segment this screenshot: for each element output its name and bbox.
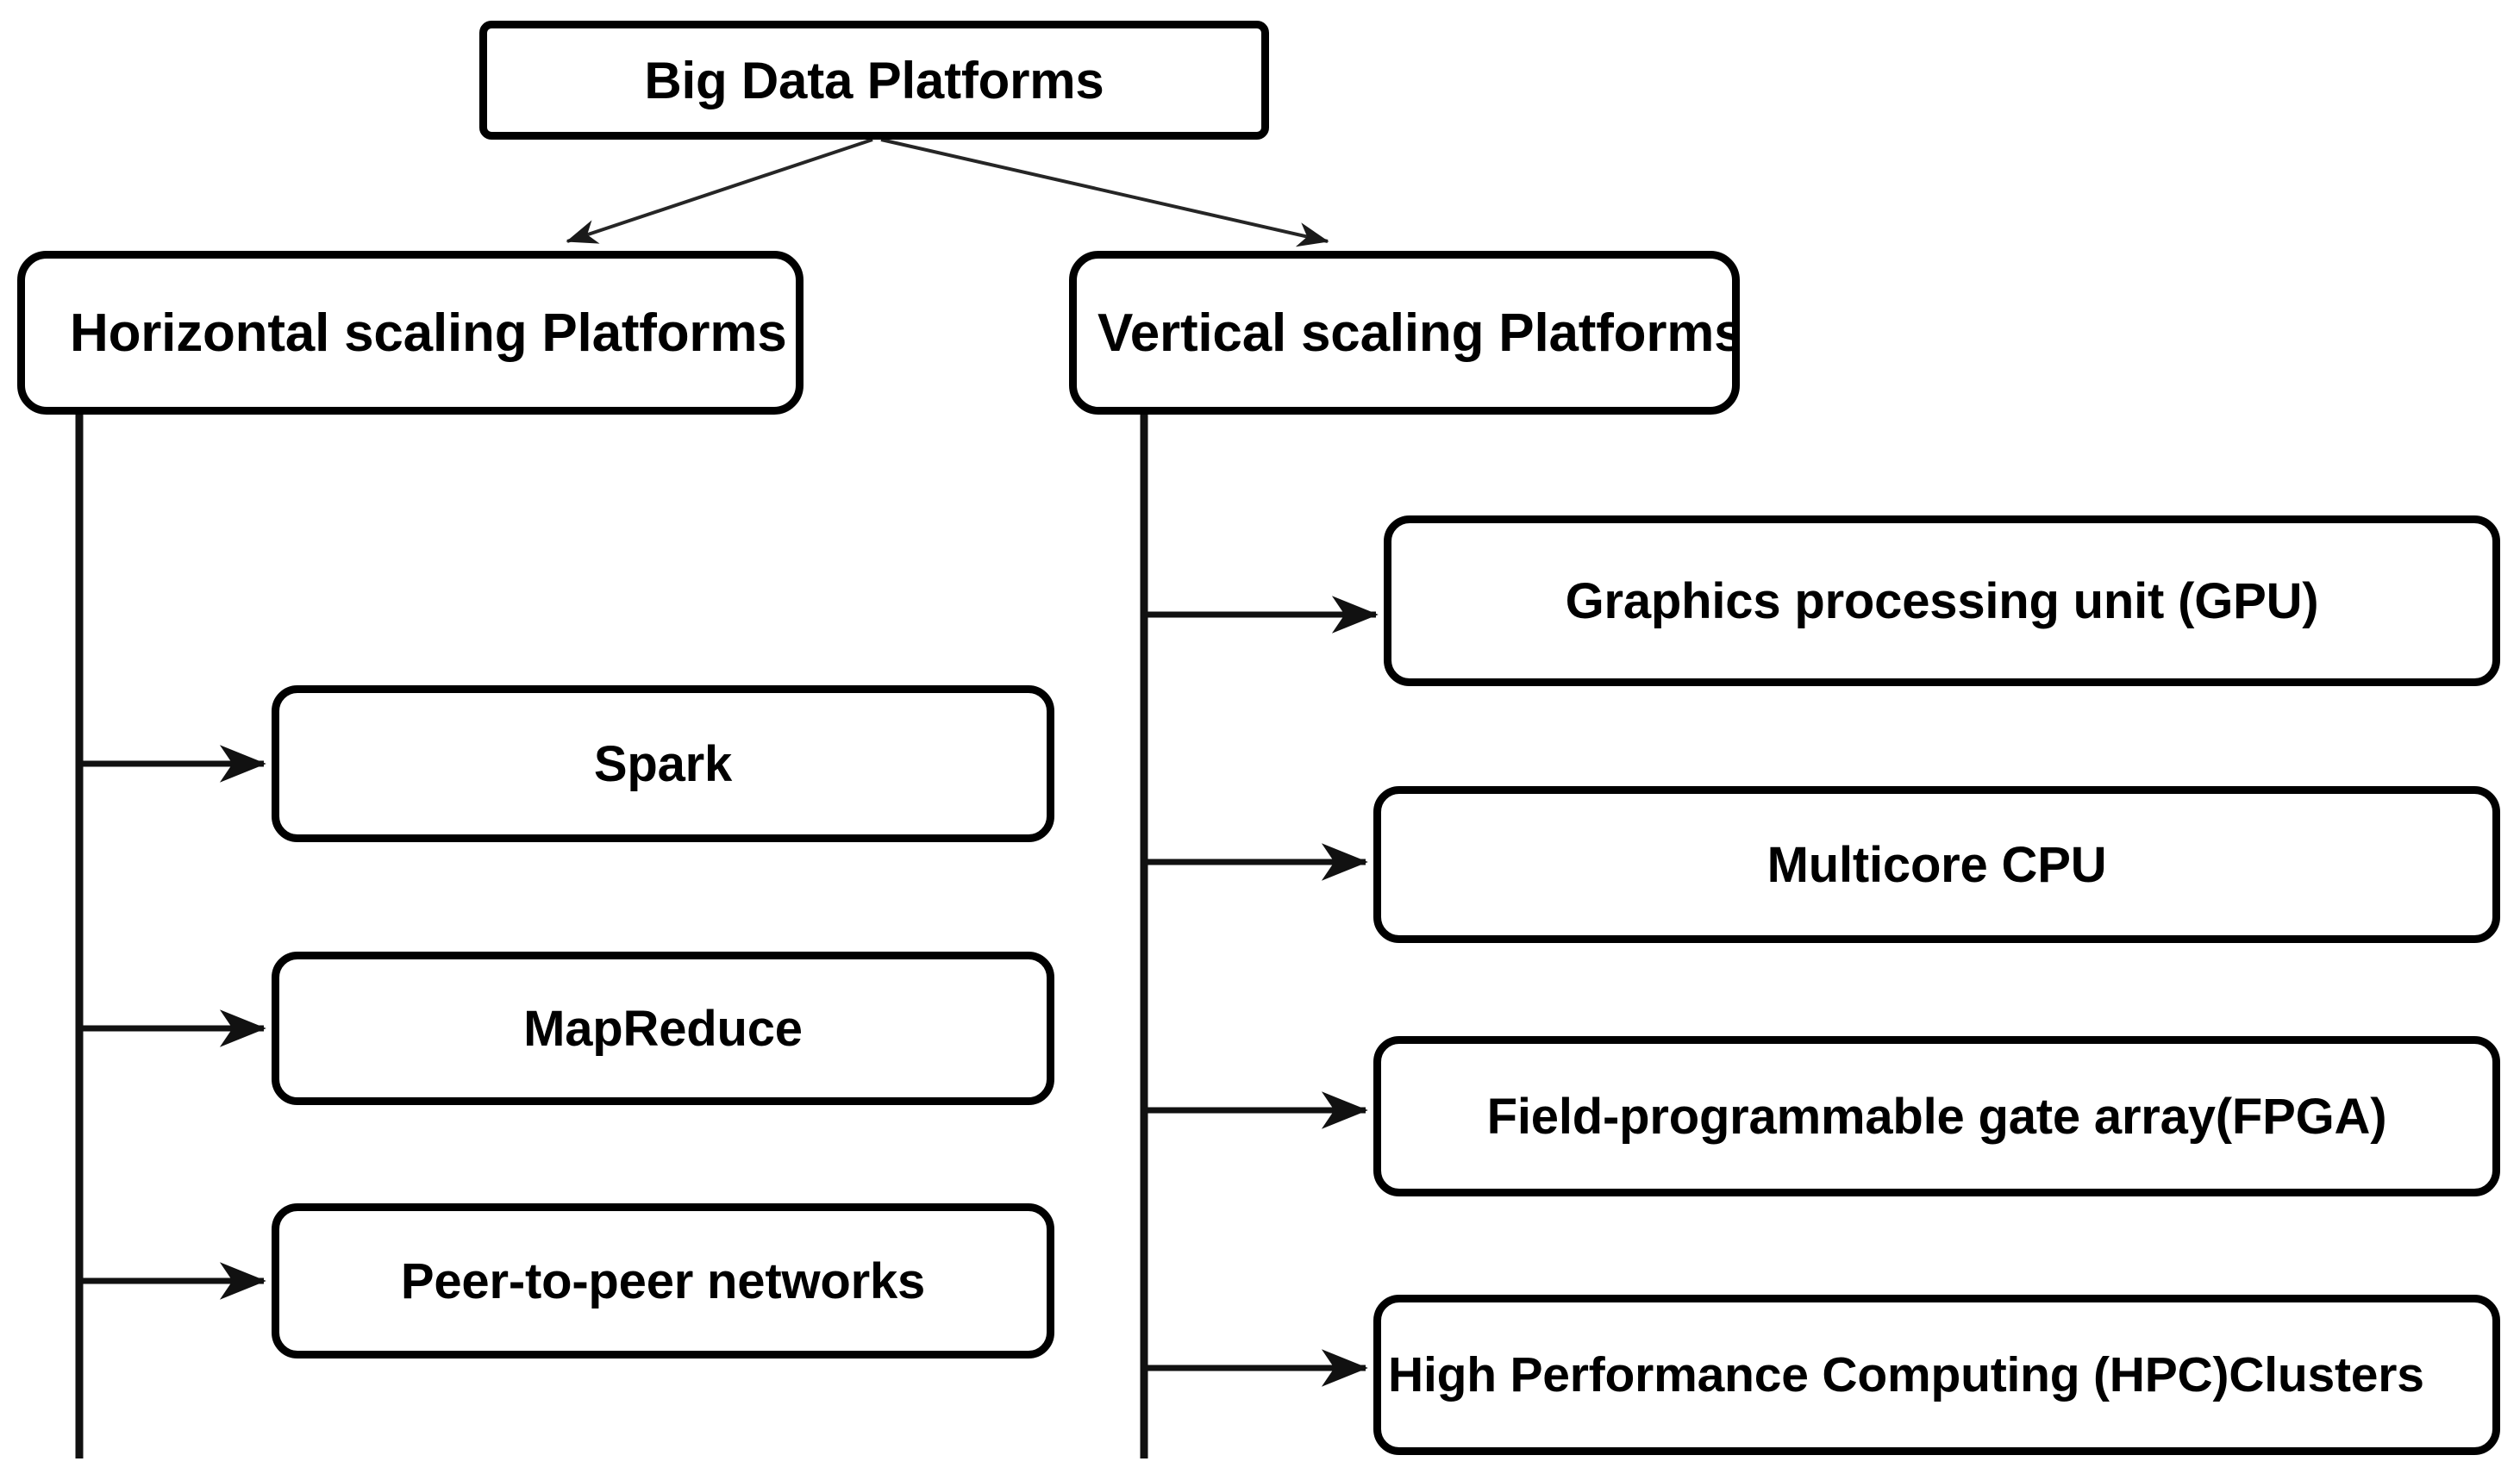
node-label: Spark [593,735,733,792]
node-label: High Performance Computing (HPC)Clusters [1388,1347,2424,1402]
node-label: Big Data Platforms [644,51,1104,109]
node-label: Peer-to-peer networks [400,1252,926,1309]
node-high-performance-computing-clusters[interactable]: High Performance Computing (HPC)Clusters [1373,1295,2500,1455]
node-big-data-platforms[interactable]: Big Data Platforms [479,21,1269,140]
node-label: Vertical scaling Platforms [1097,303,1740,363]
node-label: Horizontal scaling Platforms [70,303,787,363]
node-spark[interactable]: Spark [272,685,1054,842]
node-label: Multicore CPU [1767,836,2107,893]
edge-root-to-horizontal [566,138,873,244]
node-peer-to-peer-networks[interactable]: Peer-to-peer networks [272,1203,1054,1358]
node-multicore-cpu[interactable]: Multicore CPU [1373,786,2500,943]
node-field-programmable-gate-array[interactable]: Field-programmable gate array(FPGA) [1373,1036,2500,1196]
edge-root-to-vertical [880,138,1329,247]
node-mapreduce[interactable]: MapReduce [272,952,1054,1105]
node-label: Field-programmable gate array(FPGA) [1486,1088,2387,1145]
node-label: Graphics processing unit (GPU) [1565,572,2319,629]
node-horizontal-scaling-platforms[interactable]: Horizontal scaling Platforms [17,251,804,415]
node-vertical-scaling-platforms[interactable]: Vertical scaling Platforms [1069,251,1740,415]
node-label: MapReduce [523,1000,803,1057]
node-graphics-processing-unit[interactable]: Graphics processing unit (GPU) [1384,515,2500,686]
